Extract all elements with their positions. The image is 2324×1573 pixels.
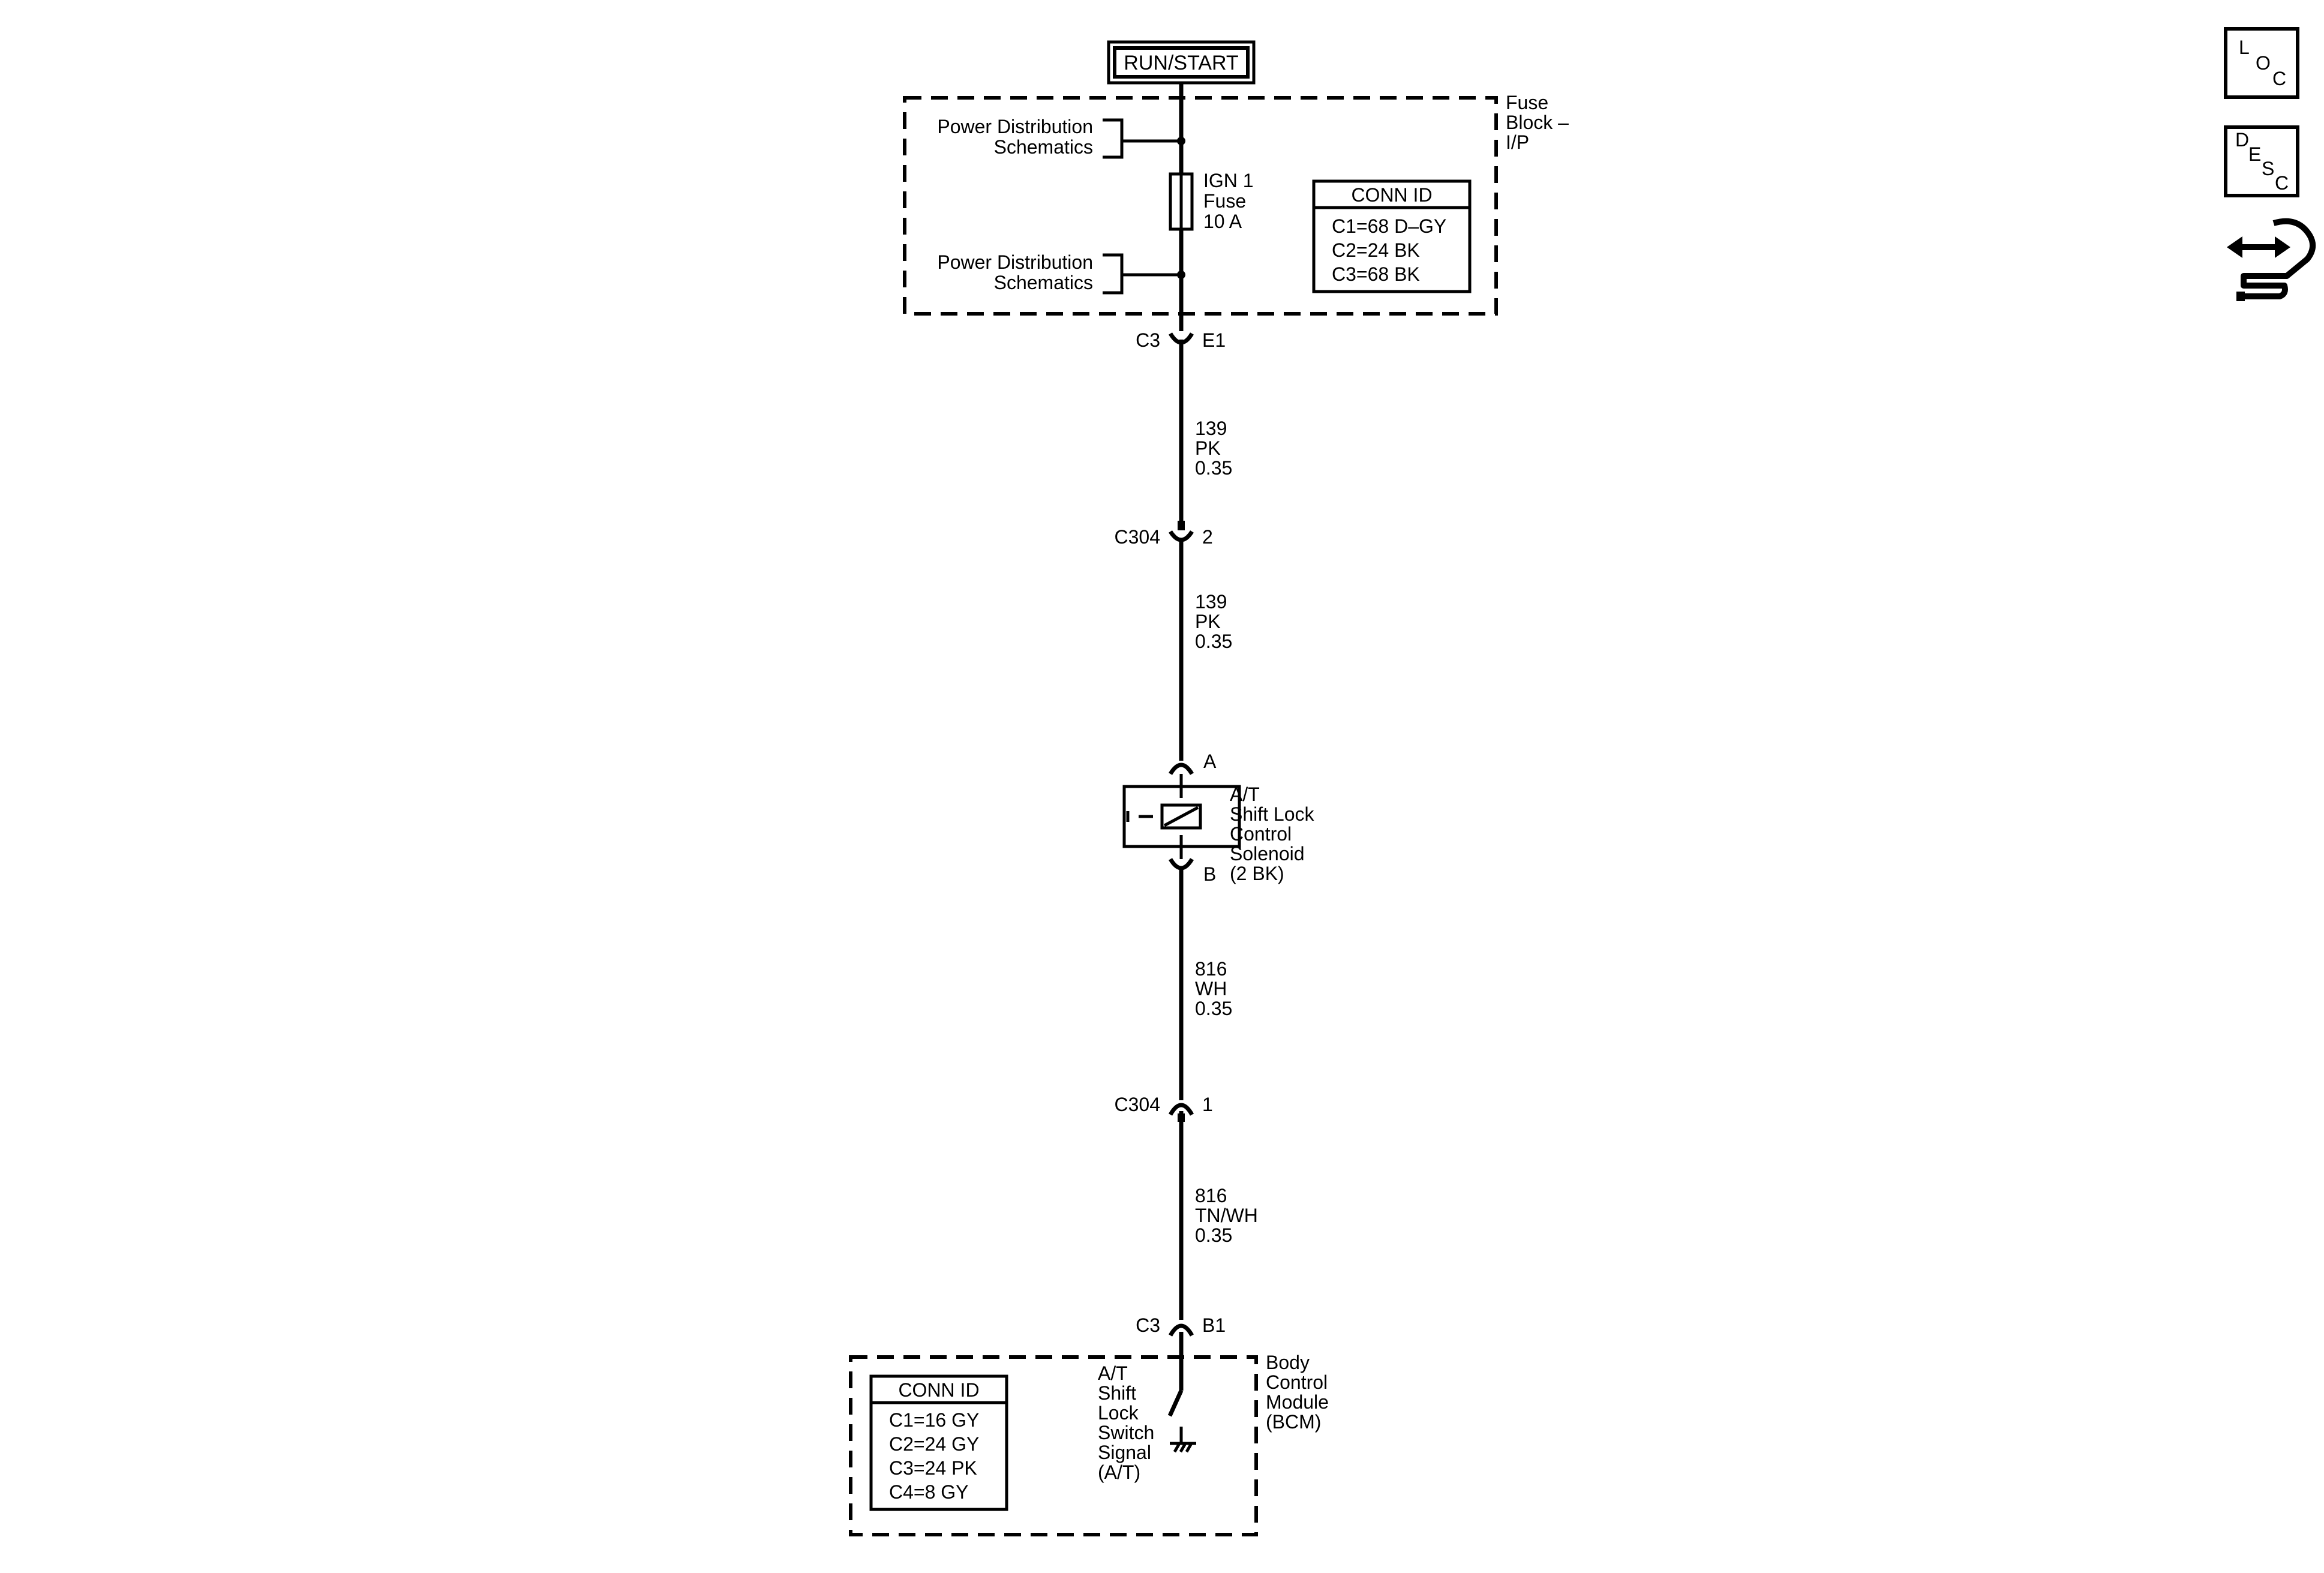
power-dist-2-line-1: Power Distribution [937,251,1093,273]
fuse-block-conn-id-table: CONN ID C1=68 D–GY C2=24 BK C3=68 BK [1312,179,1472,293]
bcm-conn-id-row: C1=16 GY [889,1409,979,1431]
switch-label: Signal [1098,1442,1151,1463]
solenoid-label: (2 BK) [1230,863,1284,884]
loc-button[interactable]: L O C [2224,27,2299,99]
wire-circuit: 139 [1195,418,1227,439]
wire-color: WH [1195,978,1227,999]
connector-pin: B1 [1202,1314,1226,1336]
fuse-block-label-2: Block – [1506,112,1569,133]
wire-size: 0.35 [1195,998,1232,1019]
run-start-text: RUN/START [1124,52,1238,74]
fuse-label-2: Fuse [1203,190,1246,212]
wire-label-3: 816 WH 0.35 [1195,958,1232,1019]
bcm-label: (BCM) [1266,1411,1321,1433]
loc-letter: L [2239,37,2250,58]
connector-pin: A [1203,751,1217,772]
connector-label: C3 [1136,329,1160,351]
fuse-label-1: IGN 1 [1203,170,1254,191]
body-control-module: Body Control Module (BCM) A/T Shift Lock… [849,1352,1329,1536]
wire-circuit: 816 [1195,958,1227,980]
bcm-label: Body [1266,1352,1310,1373]
wire-label-4: 816 TN/WH 0.35 [1195,1185,1258,1246]
wire-circuit: 139 [1195,591,1227,613]
connector-pin: 2 [1202,526,1213,548]
fuse-conn-id-title: CONN ID [1351,184,1432,206]
desc-letter: C [2275,172,2289,194]
power-distribution-2: Power Distribution Schematics [937,251,1185,295]
connector-label: C304 [1115,1094,1161,1115]
connector-pin: E1 [1202,329,1226,351]
desc-letter: D [2235,129,2249,151]
switch-label: Switch [1098,1422,1154,1443]
fuse-block-label-1: Fuse [1506,92,1548,113]
shift-lock-solenoid: A B A/T Shift Lock Control Solenoid (2 B… [1122,751,1315,885]
bcm-conn-id-row: C4=8 GY [889,1481,969,1503]
solenoid-label: Control [1230,823,1292,845]
desc-letter: S [2262,158,2274,179]
wire-size: 0.35 [1195,1224,1232,1246]
wire-color: TN/WH [1195,1205,1258,1226]
ign1-fuse: IGN 1 Fuse 10 A [1169,170,1254,232]
connector-c304-2: C304 2 [1115,521,1213,548]
fuse-conn-id-row: C1=68 D–GY [1332,215,1446,237]
solenoid-label: Shift Lock [1230,803,1315,825]
power-dist-2-line-2: Schematics [994,272,1093,293]
wire-size: 0.35 [1195,457,1232,479]
fuse-block-label-3: I/P [1506,131,1529,153]
solenoid-label: A/T [1230,784,1260,805]
connector-label: C3 [1136,1314,1160,1336]
solenoid-label: Solenoid [1230,843,1305,864]
fuse-block: Fuse Block – I/P Power Distribution Sche… [903,92,1569,316]
bcm-conn-id-table: CONN ID C1=16 GY C2=24 GY C3=24 PK C4=8 … [869,1374,1008,1511]
connector-pin: 1 [1202,1094,1213,1115]
fuse-conn-id-row: C2=24 BK [1332,239,1420,261]
desc-button[interactable]: D E S C [2224,125,2299,197]
connector-c3-e1: C3 E1 [1136,329,1226,351]
bcm-conn-id-row: C3=24 PK [889,1457,977,1479]
shift-lock-switch: A/T Shift Lock Switch Signal (A/T) [1098,1357,1196,1483]
wire-color: PK [1195,437,1221,459]
wire-label-2: 139 PK 0.35 [1195,591,1232,652]
wire-size: 0.35 [1195,631,1232,652]
switch-label: (A/T) [1098,1461,1140,1483]
connector-c3-b1: C3 B1 [1136,1314,1226,1337]
run-start-label: RUN/START [1107,40,1256,85]
loc-letter: C [2272,68,2286,89]
switch-label: Lock [1098,1402,1139,1424]
bcm-conn-id-row: C2=24 GY [889,1433,979,1455]
fuse-conn-id-row: C3=68 BK [1332,263,1420,285]
switch-label: A/T [1098,1362,1128,1384]
wrench-arrows-icon[interactable] [2227,218,2316,301]
connector-label: C304 [1115,526,1161,548]
switch-label: Shift [1098,1382,1136,1404]
power-dist-1-line-1: Power Distribution [937,116,1093,137]
bcm-label: Module [1266,1391,1329,1413]
bcm-label: Control [1266,1371,1328,1393]
power-dist-1-line-2: Schematics [994,136,1093,158]
wire-color: PK [1195,611,1221,632]
connector-pin: B [1203,863,1216,885]
loc-letter: O [2256,52,2271,74]
bcm-conn-id-title: CONN ID [898,1379,979,1401]
desc-letter: E [2248,143,2261,165]
connector-c304-1: C304 1 [1115,1094,1213,1122]
wire-label-1: 139 PK 0.35 [1195,418,1232,479]
power-distribution-1: Power Distribution Schematics [937,116,1185,159]
wire-circuit: 816 [1195,1185,1227,1206]
fuse-label-3: 10 A [1203,211,1242,232]
